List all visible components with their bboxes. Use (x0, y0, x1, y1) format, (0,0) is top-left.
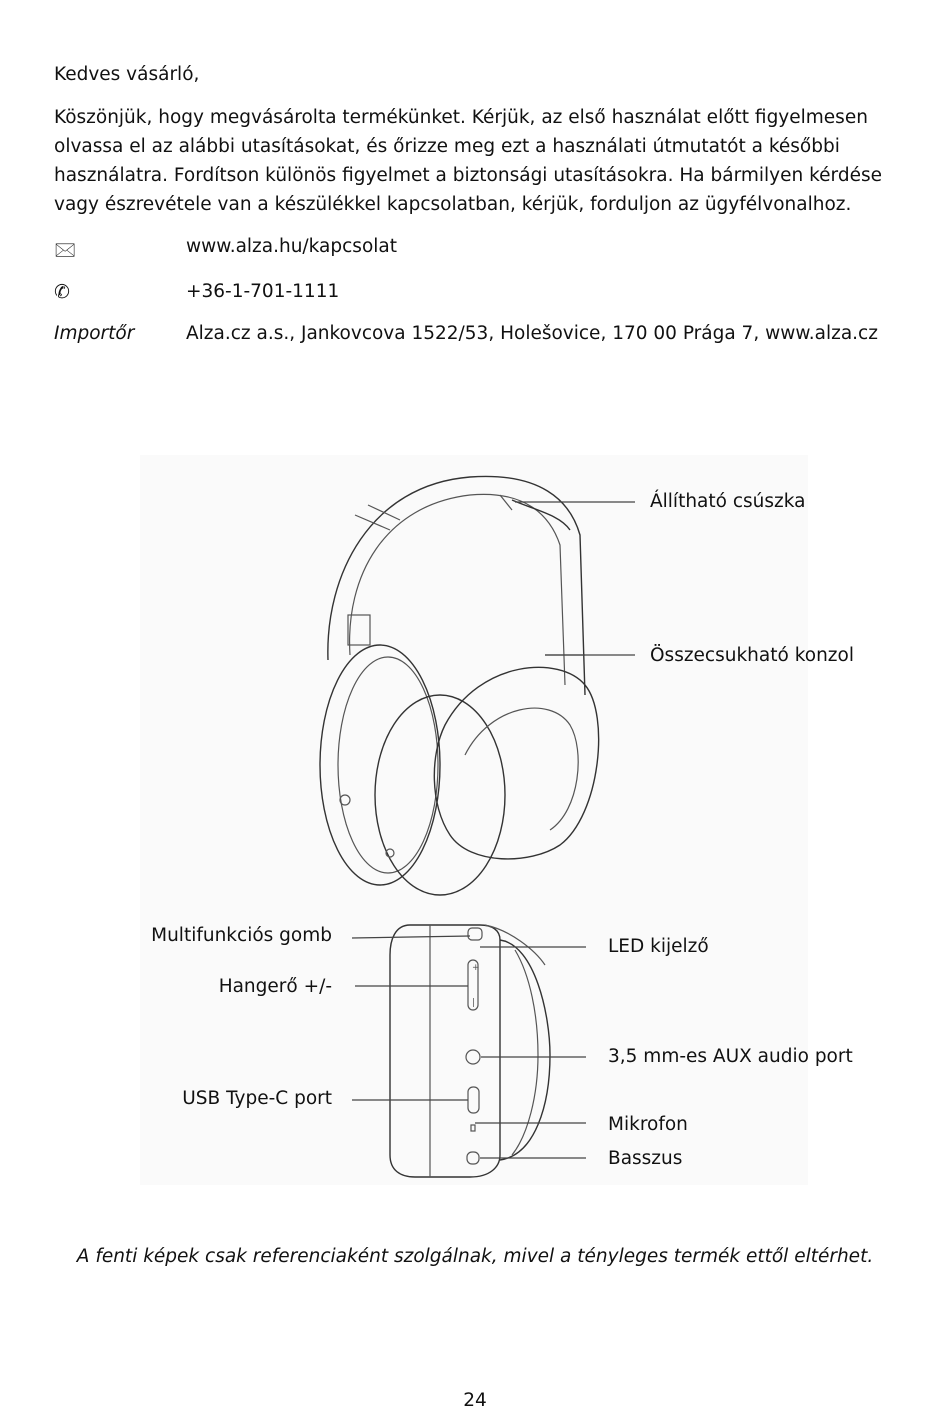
intro-paragraph: Köszönjük, hogy megvásárolta termékünket… (54, 103, 894, 219)
label-microphone: Mikrofon (608, 1114, 688, 1135)
label-bass: Basszus (608, 1148, 683, 1169)
phone-number: +36-1-701-1111 (186, 281, 340, 302)
envelope-icon: 🖂 (54, 239, 77, 261)
label-aux-port: 3,5 mm-es AUX audio port (608, 1046, 853, 1067)
svg-text:+: + (472, 963, 480, 973)
intro-line: Köszönjük, hogy megvásárolta termékünket… (54, 107, 868, 128)
footnote: A fenti képek csak referenciaként szolgá… (76, 1246, 874, 1267)
label-adjustable-slider: Állítható csúszka (650, 491, 806, 512)
page-number: 24 (463, 1390, 487, 1411)
label-folding-bracket: Összecsukható konzol (650, 645, 854, 666)
headphones-illustration: + | (140, 455, 808, 1185)
label-volume: Hangerő +/- (218, 976, 332, 997)
intro-line: olvassa el az alábbi utasításokat, és őr… (54, 136, 840, 157)
importer-label: Importőr (54, 323, 135, 344)
greeting: Kedves vásárló, (54, 64, 200, 85)
phone-icon: ✆ (54, 281, 70, 303)
importer-address: Alza.cz a.s., Jankovcova 1522/53, Holešo… (186, 323, 878, 344)
intro-line: vagy észrevétele van a készülékkel kapcs… (54, 194, 852, 215)
label-usb-port: USB Type-C port (182, 1088, 332, 1109)
label-led: LED kijelző (608, 936, 709, 957)
intro-line: használatra. Fordítson különös figyelmet… (54, 165, 882, 186)
svg-text:|: | (472, 998, 475, 1008)
label-multifunction-button: Multifunkciós gomb (151, 925, 332, 946)
web-link[interactable]: www.alza.hu/kapcsolat (186, 236, 397, 257)
